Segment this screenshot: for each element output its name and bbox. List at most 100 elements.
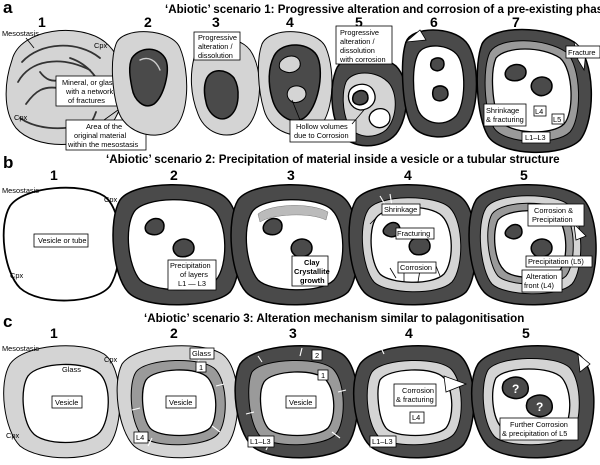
step-number: 5 [520, 167, 528, 183]
label-cpx: Cpx [104, 355, 117, 364]
label-progressive: Progressive [340, 28, 379, 37]
label-hollow: due to Corrosion [294, 131, 349, 140]
panel-a-stage-4 [257, 31, 333, 136]
panel-a-step-numbers: 1 2 3 4 5 6 7 [38, 14, 520, 30]
step-number: 7 [512, 14, 520, 30]
label-corrosion-precipitation: Precipitation [532, 215, 573, 224]
panel-b-stage-2: Precipitation of layers L1 — L3 [112, 184, 241, 306]
label-area: Area of the [86, 122, 122, 131]
step-number: 1 [50, 167, 58, 183]
label-corrosion: Corrosion [400, 263, 432, 272]
label-clay: Clay [304, 258, 321, 267]
panel-c-letter: c [3, 312, 12, 331]
label-vesicle: Vesicle or tube [38, 236, 86, 245]
label-shrinkage: Shrinkage [486, 106, 519, 115]
step-number: 5 [355, 14, 363, 30]
label-progressive: alteration / [340, 37, 375, 46]
panel-c-stage-3: 2 1 Vesicle L1–L3 [234, 345, 359, 459]
step-number: 6 [430, 14, 438, 30]
step-number: 3 [287, 167, 295, 183]
label-further-corrosion: Further Corrosion [510, 420, 568, 429]
question-mark: ? [512, 382, 519, 396]
label-l5: L5 [553, 115, 561, 124]
label-glass: Glass [192, 349, 211, 358]
label-progressive: dissolution [198, 51, 233, 60]
question-mark: ? [536, 400, 543, 414]
label-l4: L4 [535, 107, 543, 116]
label-glass: Glass [62, 365, 81, 374]
label-l1-l3: L1–L3 [372, 437, 393, 446]
panel-a-title: ‘Abiotic’ scenario 1: Progressive altera… [165, 3, 600, 16]
label-vesicle: Vesicle [289, 398, 312, 407]
label-shrinkage: Shrinkage [384, 205, 417, 214]
label-l4: L4 [136, 433, 144, 442]
label-corrosion-precipitation: Corrosion & [534, 206, 573, 215]
step-number: 2 [170, 325, 178, 341]
label-mineral: of fractures [68, 96, 105, 105]
panel-a-stage-5: Progressive alteration / dissolution wit… [289, 25, 408, 147]
step-number: 3 [212, 14, 220, 30]
label-hollow: Hollow volumes [296, 122, 348, 131]
step-number: 4 [286, 14, 294, 30]
label-corrosion-fracturing: & fracturing [396, 395, 434, 404]
label-precipitation: L1 — L3 [178, 279, 206, 288]
panel-c-stage-1: Mesostasis Cpx Cpx Glass Vesicle [2, 344, 121, 459]
label-precipitation-l5: Precipitation (L5) [528, 257, 584, 266]
panel-a-letter: a [3, 0, 13, 17]
panel-a-stage-7: Fracture Shrinkage & fracturing L4 L5 L1… [476, 28, 600, 154]
label-layer-2: 2 [315, 351, 319, 360]
label-layer-1: 1 [321, 371, 325, 380]
step-number: 5 [522, 325, 530, 341]
panel-a-stage-1: Mesostasis Cpx Cpx Mineral, or glass wit… [2, 29, 147, 151]
label-layer-1: 1 [199, 363, 203, 372]
label-vesicle: Vesicle [169, 398, 192, 407]
label-cpx: Cpx [94, 41, 107, 50]
panel-b-stage-5: Corrosion & Precipitation Precipitation … [468, 184, 597, 306]
step-number: 4 [404, 167, 412, 183]
step-number: 4 [405, 325, 413, 341]
label-l1-l3: L1–L3 [525, 133, 546, 142]
label-progressive: with corrosion [339, 55, 386, 64]
panel-b-stage-4: Shrinkage Fracturing Corrosion [348, 184, 477, 306]
panel-c-title: ‘Abiotic’ scenario 3: Alteration mechani… [144, 312, 524, 325]
panel-b-stage-1: Mesostasis Cpx Cpx Vesicle or tube [2, 186, 121, 302]
label-area: within the mesostasis [67, 140, 139, 149]
panel-c-stage-4: Corrosion & fracturing L4 L1–L3 [352, 345, 475, 459]
label-cpx: Cpx [104, 195, 117, 204]
label-cpx: Cpx [14, 113, 27, 122]
panel-b-stage-3: Clay Crystallite growth [230, 184, 359, 306]
label-further-corrosion: & precipitation of L5 [502, 429, 567, 438]
label-mesostasis: Mesostasis [2, 186, 39, 195]
label-clay: growth [300, 276, 325, 285]
panel-a-stage-6 [401, 29, 478, 138]
label-alteration-front: Alteration [526, 272, 557, 281]
label-shrinkage: & fracturing [486, 115, 524, 124]
step-number: 2 [170, 167, 178, 183]
label-mineral: with a network [65, 87, 114, 96]
panel-b-step-numbers: 1 2 3 4 5 [50, 167, 528, 183]
label-l4: L4 [412, 413, 420, 422]
label-mineral: Mineral, or glass [62, 78, 117, 87]
label-alteration-front: front (L4) [524, 281, 554, 290]
label-precipitation: of layers [180, 270, 208, 279]
panel-c-stage-2: Glass 1 Vesicle L4 [116, 345, 239, 459]
label-area: original material [74, 131, 127, 140]
label-fracture: Fracture [568, 48, 596, 57]
label-cpx: Cpx [10, 271, 23, 280]
step-number: 1 [50, 325, 58, 341]
label-mesostasis: Mesostasis [2, 344, 39, 353]
panel-b-letter: b [3, 153, 13, 172]
panel-c-step-numbers: 1 2 3 4 5 [50, 325, 530, 341]
label-fracturing: Fracturing [397, 229, 430, 238]
step-number: 1 [38, 14, 46, 30]
label-cpx: Cpx [6, 431, 19, 440]
panel-a-stage-3: Progressive alteration / dissolution [190, 31, 260, 136]
label-corrosion-fracturing: Corrosion [402, 386, 434, 395]
label-l1-l3: L1–L3 [250, 437, 271, 446]
label-progressive: alteration / [198, 42, 233, 51]
panel-c-stage-5: ? ? Further Corrosion & precipitation of… [470, 345, 595, 459]
step-number: 2 [144, 14, 152, 30]
label-vesicle: Vesicle [55, 398, 78, 407]
